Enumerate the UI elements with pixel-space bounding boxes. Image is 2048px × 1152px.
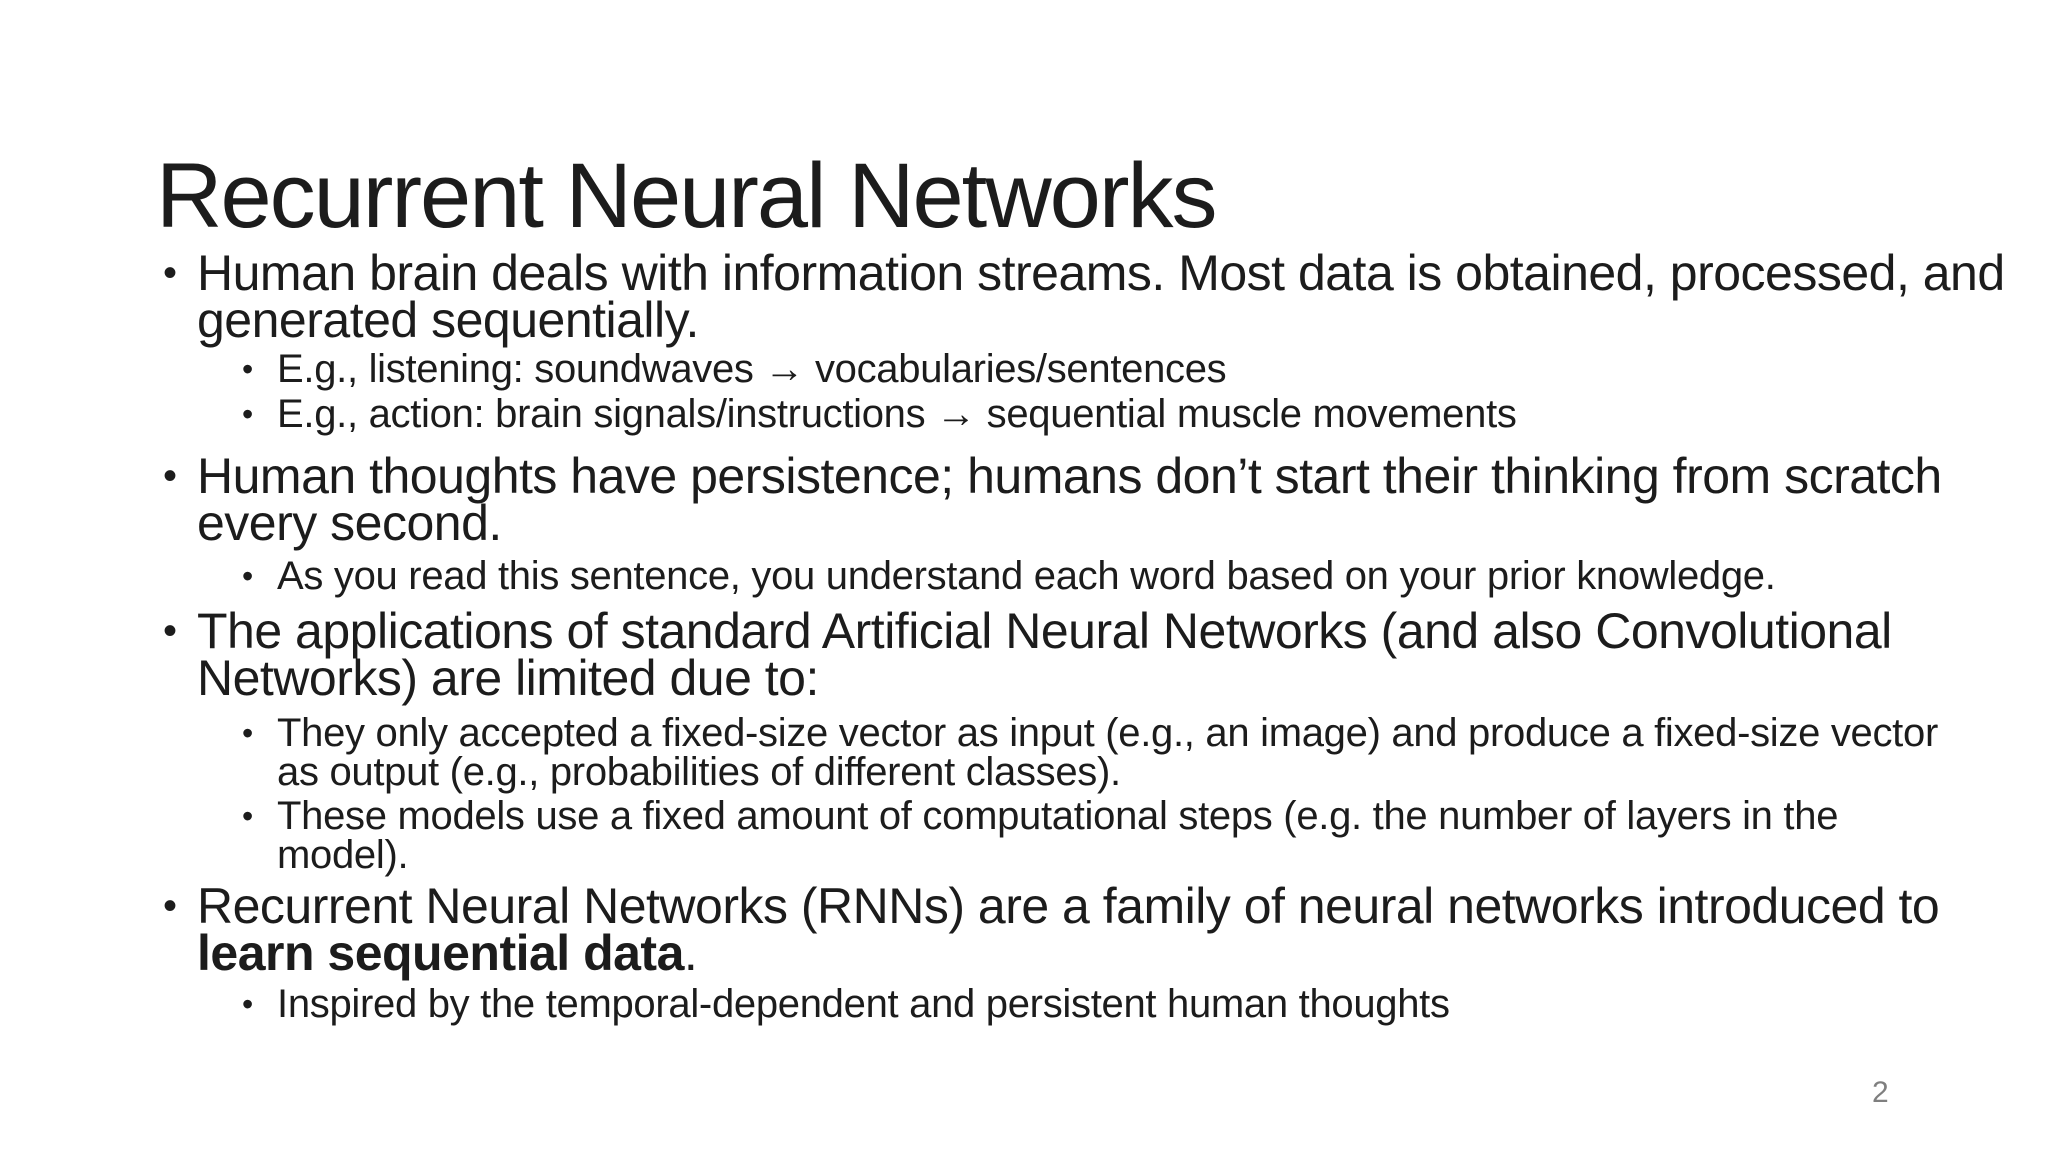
bullet-line: E.g., action: brain signals/instructions… xyxy=(277,392,1517,436)
bullet-icon: • xyxy=(242,798,254,834)
bullet-item-8: • These models use a fixed amount of com… xyxy=(242,794,1839,877)
bullet-item-9: • Recurrent Neural Networks (RNNs) are a… xyxy=(163,878,1940,978)
bullet-icon: • xyxy=(163,454,178,498)
slide-title: Recurrent Neural Networks xyxy=(156,144,1217,247)
bullet-line: Inspired by the temporal-dependent and p… xyxy=(277,982,1450,1026)
bullet-line: Human thoughts have persistence; humans … xyxy=(197,448,1942,504)
bullet-item-4: • Human thoughts have persistence; human… xyxy=(163,448,1942,551)
bullet-item-10: • Inspired by the temporal-dependent and… xyxy=(242,982,1450,1026)
bullet-icon: • xyxy=(242,715,254,751)
bullet-line: The applications of standard Artificial … xyxy=(197,603,1892,659)
bullet-item-6: • The applications of standard Artificia… xyxy=(163,603,1892,706)
bullet-line: Human brain deals with information strea… xyxy=(197,245,2005,301)
bullet-line: They only accepted a fixed-size vector a… xyxy=(277,711,1938,755)
bullet-line: Recurrent Neural Networks (RNNs) are a f… xyxy=(197,878,1940,934)
bullet-line: model). xyxy=(277,833,409,877)
bullet-icon: • xyxy=(242,986,254,1022)
bullet-line-bold: learn sequential data. xyxy=(197,928,1939,978)
bullet-line: as output (e.g., probabilities of differ… xyxy=(277,750,1121,794)
bullet-line: generated sequentially. xyxy=(197,292,699,348)
bullet-line: E.g., listening: soundwaves → vocabulari… xyxy=(277,347,1227,391)
bullet-icon: • xyxy=(163,251,178,295)
bullet-line: As you read this sentence, you understan… xyxy=(277,554,1776,598)
bullet-item-1: • Human brain deals with information str… xyxy=(163,245,2005,348)
bullet-icon: • xyxy=(163,884,178,928)
bullet-item-3: • E.g., action: brain signals/instructio… xyxy=(242,392,1517,436)
bullet-line: Networks) are limited due to: xyxy=(197,650,819,706)
bold-phrase-suffix: . xyxy=(683,925,698,981)
page-number: 2 xyxy=(1872,1076,1889,1109)
bullet-line: every second. xyxy=(197,495,502,551)
bullet-icon: • xyxy=(242,351,254,387)
bullet-icon: • xyxy=(242,396,254,432)
bullet-item-7: • They only accepted a fixed-size vector… xyxy=(242,711,1938,794)
bullet-icon: • xyxy=(163,609,178,653)
bold-phrase: learn sequential data xyxy=(197,925,684,981)
bullet-item-2: • E.g., listening: soundwaves → vocabula… xyxy=(242,347,1227,391)
bullet-line: These models use a fixed amount of compu… xyxy=(277,794,1839,838)
bullet-item-5: • As you read this sentence, you underst… xyxy=(242,554,1776,598)
bullet-icon: • xyxy=(242,558,254,594)
